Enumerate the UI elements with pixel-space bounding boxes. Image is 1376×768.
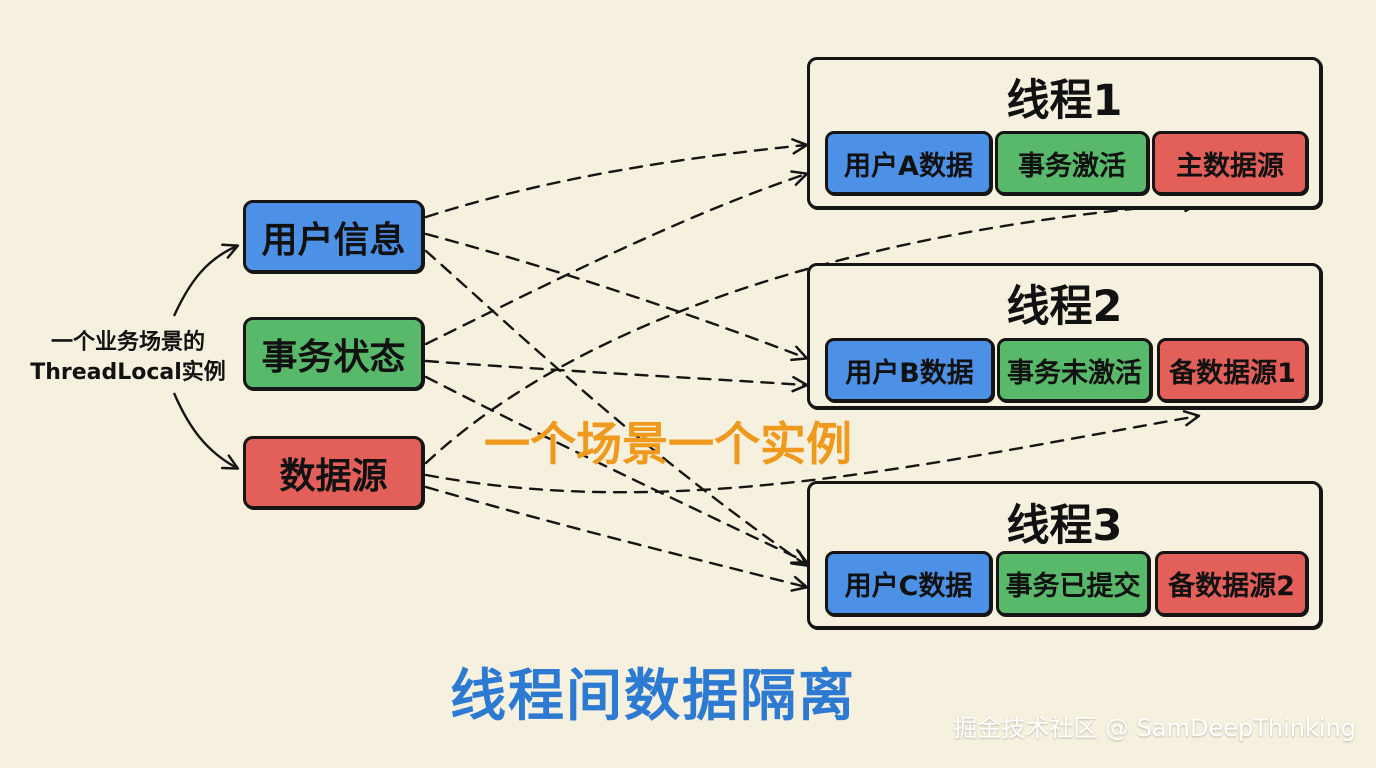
source-datasource: 数据源	[243, 436, 424, 509]
left-arrow-to-datasource	[172, 392, 240, 470]
thread-3-datasource: 备数据源2	[1155, 551, 1308, 616]
thread-2-transaction-state: 事务未激活	[997, 338, 1152, 402]
arrow-transaction-to-thread2	[424, 359, 809, 393]
arrow-datasource-to-thread1	[424, 195, 1201, 465]
arrow-transaction-to-thread3	[424, 375, 809, 564]
thread-2-user-data: 用户B数据	[825, 338, 994, 402]
arrow-user-to-thread1	[424, 138, 809, 219]
watermark: 掘金技术社区 @ SamDeepThinking	[953, 714, 1356, 742]
threadlocal-instance-label-line-2: ThreadLocal实例	[30, 360, 226, 385]
source-user-info: 用户信息	[243, 200, 424, 273]
threadlocal-instance-label: 一个业务场景的 ThreadLocal实例	[18, 328, 238, 388]
thread-1-datasource: 主数据源	[1152, 131, 1308, 195]
thread-3-transaction-state: 事务已提交	[996, 551, 1150, 616]
arrow-datasource-to-thread2	[424, 410, 1201, 494]
source-datasource-label: 数据源	[279, 455, 388, 497]
thread-2-box: 线程2 用户B数据 事务未激活 备数据源1	[807, 263, 1322, 409]
thread-3-title: 线程3	[1006, 501, 1123, 551]
thread-1-transaction-state: 事务激活	[995, 131, 1149, 195]
left-arrow-to-user-info	[172, 243, 240, 317]
source-user-info-label: 用户信息	[261, 219, 406, 261]
arrow-user-to-thread2	[424, 232, 809, 362]
arrow-datasource-to-thread3	[424, 485, 809, 592]
threadlocal-instance-label-line-1: 一个业务场景的	[50, 330, 205, 355]
thread-3-box: 线程3 用户C数据 事务已提交 备数据源2	[807, 481, 1322, 629]
thread-1-title: 线程1	[1006, 76, 1123, 126]
bottom-title: 线程间数据隔离	[450, 664, 856, 729]
thread-2-title: 线程2	[1006, 282, 1123, 332]
center-caption: 一个场景一个实例	[484, 417, 852, 471]
arrow-user-to-thread3	[424, 249, 809, 567]
arrow-transaction-to-thread1	[424, 170, 809, 346]
source-transaction-status-label: 事务状态	[261, 336, 406, 378]
thread-3-user-data: 用户C数据	[825, 551, 992, 616]
thread-2-datasource: 备数据源1	[1157, 338, 1308, 402]
source-transaction-status: 事务状态	[243, 317, 424, 390]
thread-1-user-data: 用户A数据	[825, 131, 992, 195]
thread-1-box: 线程1 用户A数据 事务激活 主数据源	[807, 57, 1322, 209]
